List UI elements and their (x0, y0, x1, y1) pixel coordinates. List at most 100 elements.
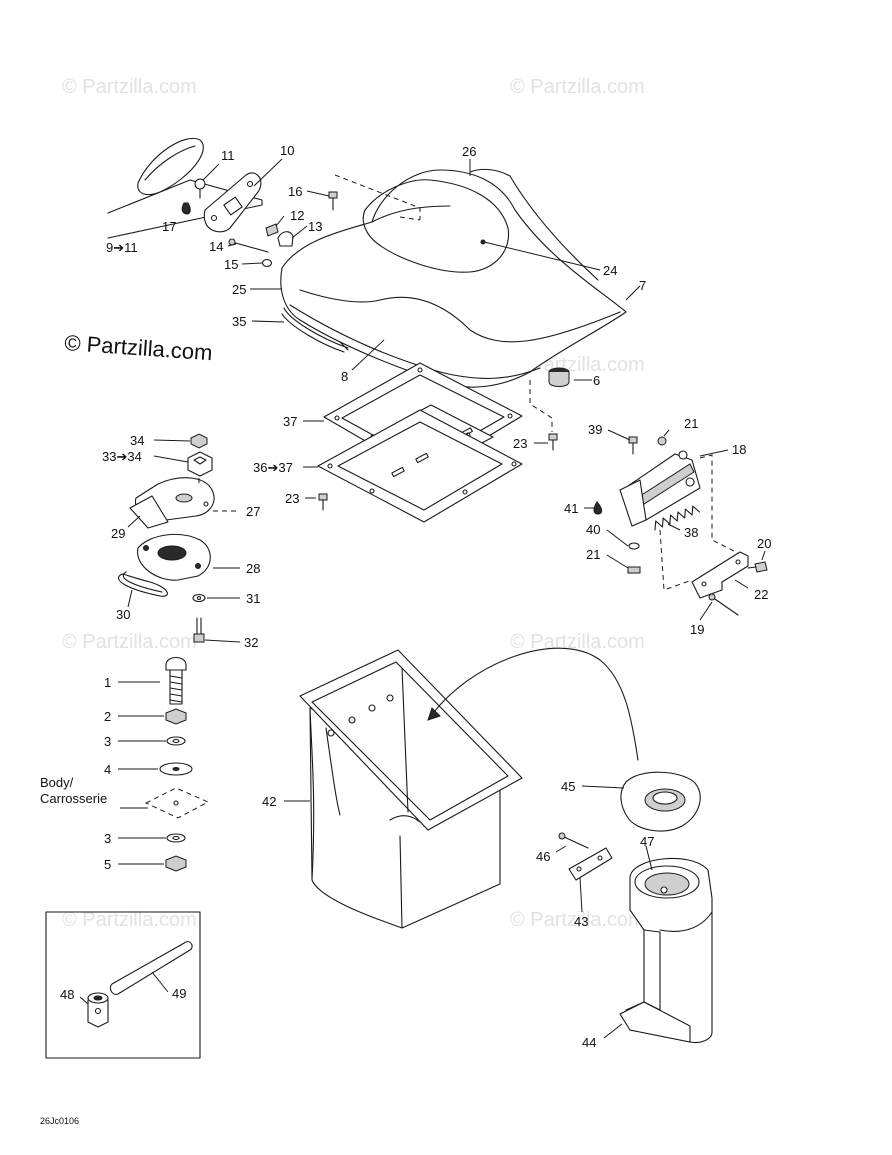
gasket-36 (317, 409, 523, 523)
trim-strip-35 (283, 307, 349, 349)
cap-6 (548, 367, 570, 387)
pin-19 (711, 596, 739, 616)
part-label: 17 (162, 219, 176, 234)
cup-holder (558, 771, 713, 1044)
screw-20-shank (747, 566, 757, 569)
washer-3a-hole (172, 738, 180, 744)
dash-leader-23 (529, 380, 553, 432)
wrench-48-socket (93, 995, 103, 1001)
body-label-fr: Carrosserie (40, 791, 107, 806)
part-label: 37 (283, 414, 297, 429)
washer-3b-icon (166, 833, 186, 843)
plate-43 (568, 847, 613, 881)
mirror-base-hole (246, 180, 254, 188)
screw-46 (561, 835, 589, 849)
hinge-assembly (593, 436, 768, 616)
slot (415, 452, 429, 464)
rod-49 (109, 941, 193, 995)
part-label: 11 (221, 148, 235, 163)
part-label: 13 (308, 219, 322, 234)
nut-21a-icon (657, 436, 667, 446)
hole (511, 461, 517, 467)
diagram-code: 26Jc0106 (40, 1116, 79, 1126)
bin-inner-wall (325, 727, 341, 816)
part-label: 40 (586, 522, 600, 537)
dash-hinge-left (659, 529, 693, 591)
part-label: 23 (513, 436, 527, 451)
tool-frame (45, 911, 201, 1059)
dash-hinge-right (699, 454, 745, 557)
body-label: Body/ (40, 775, 74, 790)
washer-3a-icon (166, 736, 186, 746)
bin-inner-corner (401, 667, 409, 813)
grease-41-icon (593, 501, 603, 515)
screw-20-head (754, 561, 768, 573)
bin-hole (368, 704, 376, 712)
mirror-glass-highlight (144, 145, 196, 181)
trim-strip-35b (281, 313, 345, 353)
part-label: 20 (757, 536, 771, 551)
part-label: 3 (104, 831, 111, 846)
hinge-knuckle (678, 450, 688, 460)
hole (369, 488, 375, 494)
seat-crease (299, 289, 621, 343)
mount-stack (144, 656, 210, 872)
screw-46-head (558, 832, 566, 840)
part-label: 25 (232, 282, 246, 297)
screw-23a-head (548, 433, 558, 441)
part-label: 46 (536, 849, 550, 864)
nut-21b-icon (627, 566, 641, 574)
mirror-base-hole (210, 214, 218, 222)
part-label: 8 (341, 369, 348, 384)
hole (203, 501, 209, 507)
hole (576, 866, 582, 872)
nut-17-icon (181, 202, 191, 215)
wire-30-inner (122, 571, 163, 593)
nut-34-icon (190, 433, 208, 449)
part-label: 26 (462, 144, 476, 159)
washer-4-hole (172, 767, 180, 771)
cap-6-body (548, 372, 570, 387)
hole (462, 489, 468, 495)
part-label: 2 (104, 709, 111, 724)
mirror-stud (194, 178, 206, 190)
hole (507, 413, 513, 419)
body-panel-hole (173, 800, 179, 806)
part-label: 24 (603, 263, 617, 278)
part-label: 43 (574, 914, 588, 929)
nut-12-icon (265, 223, 279, 237)
part-label: 36➔37 (253, 460, 293, 475)
washer-15-icon (261, 258, 273, 268)
part-label: 16 (288, 184, 302, 199)
part-label: 5 (104, 857, 111, 872)
seat-backrest-edge-26 (469, 168, 599, 281)
hole (597, 855, 603, 861)
latch-cover-hole (175, 493, 193, 503)
slot (391, 466, 405, 478)
part-label: 10 (280, 143, 294, 158)
part-label: 27 (246, 504, 260, 519)
part-label: 7 (639, 278, 646, 293)
clip-13-icon (277, 231, 294, 247)
gasket-36-inner (337, 421, 503, 511)
part-label: 45 (561, 779, 575, 794)
part-label: 19 (690, 622, 704, 637)
storage-bin-42 (299, 647, 639, 929)
washer-31-hole (196, 595, 202, 601)
bin-hole (348, 716, 356, 724)
cup-holder-slot (643, 929, 661, 1011)
part-label: 34 (130, 433, 144, 448)
wrench-48-hole (94, 1007, 102, 1015)
bracket-22 (691, 551, 749, 599)
part-label: 38 (684, 525, 698, 540)
part-label: 42 (262, 794, 276, 809)
hole (334, 415, 340, 421)
arrow-head-icon (427, 707, 441, 721)
seat-assembly (280, 168, 627, 388)
nut-5-icon (165, 855, 187, 872)
bolt-1-head (165, 656, 187, 671)
seat-bottom-edge (289, 304, 541, 379)
cup-holder-well (644, 872, 690, 896)
part-label: 47 (640, 834, 654, 849)
